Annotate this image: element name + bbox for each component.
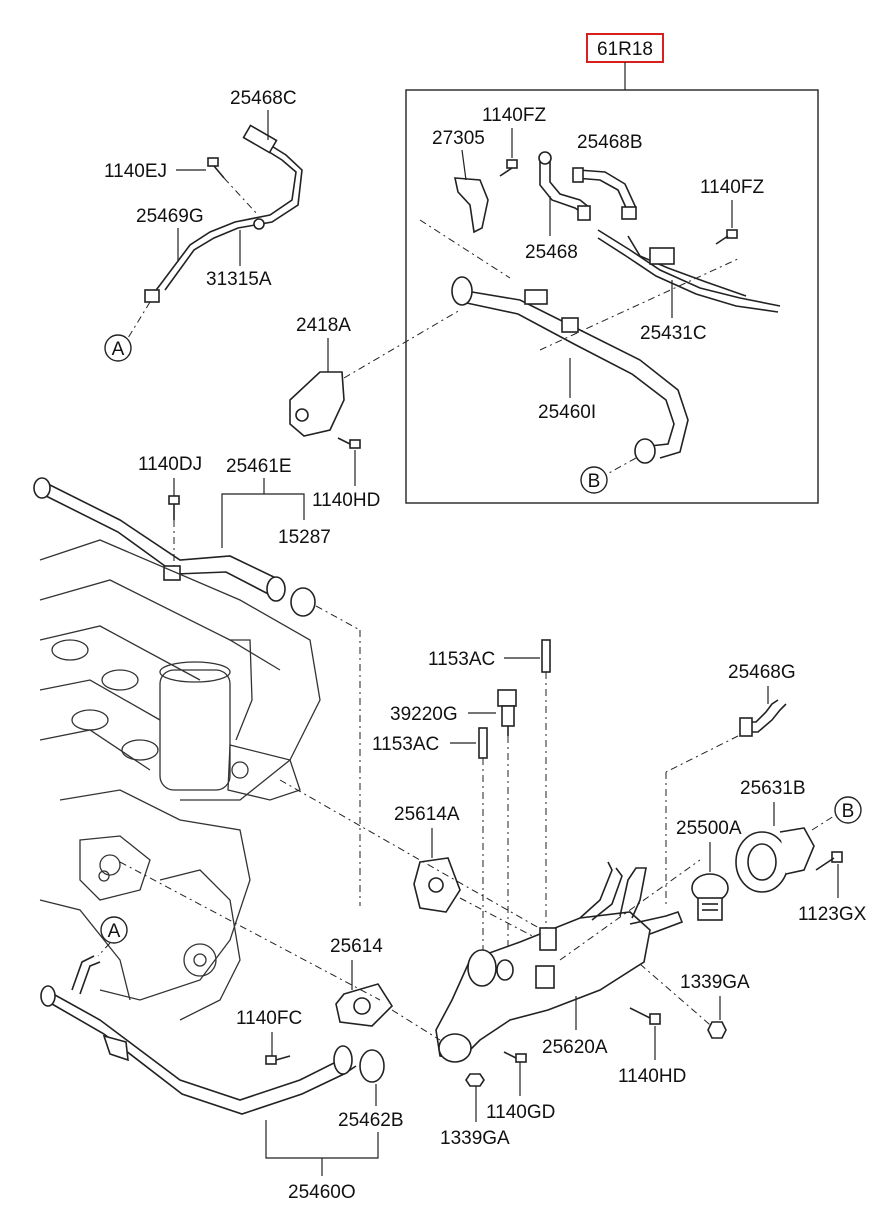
label-15287: 15287 (278, 527, 331, 548)
gasket-25614A[interactable] (413, 857, 461, 913)
callout-A-bottom (100, 916, 128, 944)
bolt-1140EJ[interactable] (207, 157, 225, 179)
assembly-frame (405, 89, 819, 504)
label-1140FC: 1140FC (236, 1008, 302, 1029)
label-1140FZ-a: 1140FZ (482, 105, 546, 126)
label-39220G: 39220G (390, 704, 458, 725)
housing-25631B[interactable] (735, 827, 815, 893)
label-25500A: 25500A (676, 818, 742, 839)
bolt-1123GX[interactable] (815, 851, 843, 871)
label-1339GA-a: 1339GA (680, 972, 750, 993)
label-1140DJ: 1140DJ (138, 454, 202, 475)
label-25460I: 25460I (538, 402, 596, 423)
bolt-1140GD[interactable] (503, 1051, 527, 1063)
label-1123GX: 1123GX (798, 904, 867, 925)
callout-A-bottom-text: A (108, 921, 121, 942)
callout-B-top-text: B (588, 471, 601, 492)
label-25614A: 25614A (394, 804, 460, 825)
pipe-25460I[interactable] (451, 276, 689, 464)
callout-B-top (580, 466, 608, 494)
pipe-25431C[interactable] (597, 229, 781, 313)
label-1140FZ-b: 1140FZ (700, 177, 764, 198)
bracket-2418A[interactable] (289, 371, 345, 437)
label-25614: 25614 (330, 936, 383, 957)
callout-A-top (104, 334, 132, 362)
thermostat-25500A[interactable] (691, 873, 729, 921)
bolt-1140HD-b[interactable] (629, 1007, 661, 1025)
bolt-1140FC[interactable] (265, 1055, 291, 1065)
label-2418A: 2418A (296, 315, 351, 336)
pipe-25460O[interactable] (40, 955, 357, 1115)
housing-25620A[interactable] (435, 861, 684, 1063)
label-25461E: 25461E (226, 456, 292, 477)
bolt-1140FZ-a[interactable] (499, 159, 518, 177)
hose-25468G[interactable] (739, 699, 787, 737)
bolt-1140DJ[interactable] (168, 495, 180, 520)
pipe-31315A[interactable] (144, 124, 303, 303)
bracket-27305[interactable] (453, 177, 489, 234)
stud-1153AC-a[interactable] (541, 639, 551, 673)
bolt-1140HD-a[interactable] (337, 437, 361, 449)
label-1339GA-b: 1339GA (440, 1128, 510, 1149)
label-1153AC-a: 1153AC (428, 649, 495, 670)
label-25468B: 25468B (577, 132, 643, 153)
label-1140GD: 1140GD (486, 1102, 555, 1123)
gasket-25462B[interactable] (359, 1049, 385, 1083)
gasket-15287[interactable] (290, 587, 316, 617)
label-25468G: 25468G (728, 662, 796, 683)
oil-filter (159, 669, 231, 791)
pipe-25461E[interactable] (33, 477, 286, 602)
label-25462B: 25462B (338, 1110, 404, 1131)
label-61R18: 61R18 (597, 39, 653, 60)
label-1140HD-a: 1140HD (312, 490, 380, 511)
label-25468C: 25468C (230, 88, 297, 109)
label-25468: 25468 (525, 242, 578, 263)
label-25460O: 25460O (288, 1182, 356, 1203)
label-25431C: 25431C (640, 323, 707, 344)
label-25469G: 25469G (136, 206, 204, 227)
gasket-25614[interactable] (335, 983, 394, 1027)
label-27305: 27305 (432, 128, 485, 149)
label-1153AC-b: 1153AC (372, 734, 439, 755)
hose-25468[interactable] (538, 151, 591, 221)
label-1140HD-b: 1140HD (618, 1066, 686, 1087)
nut-1339GA-a[interactable] (707, 1021, 727, 1039)
bolt-1140FZ-b[interactable] (715, 229, 738, 245)
label-25631B: 25631B (740, 778, 806, 799)
callout-B-bottom (834, 796, 862, 824)
callout-B-bottom-text: B (842, 801, 855, 822)
label-25620A: 25620A (542, 1037, 608, 1058)
callout-A-top-text: A (112, 339, 125, 360)
engine-block (39, 539, 321, 1021)
nut-1339GA-b[interactable] (465, 1073, 485, 1087)
label-31315A: 31315A (206, 269, 272, 290)
sensor-39220G[interactable] (497, 689, 517, 736)
stud-1153AC-b[interactable] (478, 727, 488, 759)
label-1140EJ: 1140EJ (104, 161, 167, 182)
hose-25468B[interactable] (572, 167, 637, 220)
